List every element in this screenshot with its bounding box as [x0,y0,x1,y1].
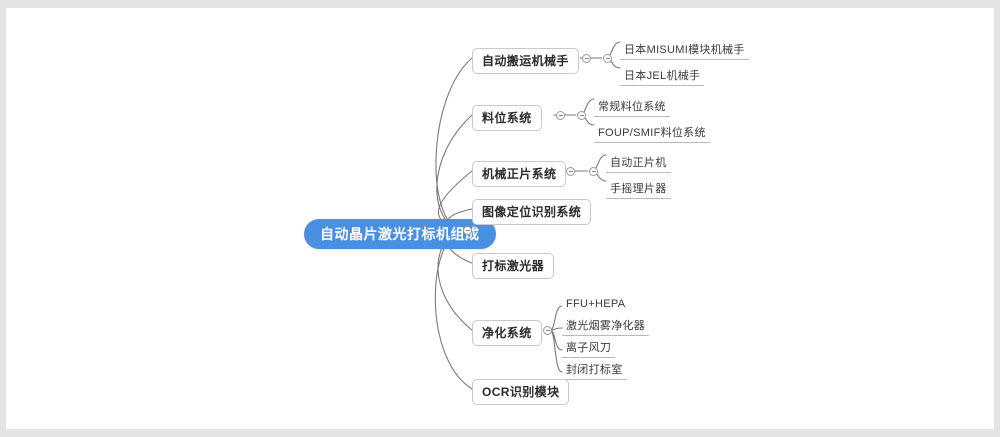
edge-branch-5-leaf-0 [549,305,563,331]
branch-1-collapse-toggle-icon[interactable] [556,111,565,120]
root-collapse-toggle-icon[interactable] [463,226,472,235]
branch-node-5[interactable]: 净化系统 [472,320,542,347]
branch-2-children-toggle-icon[interactable] [589,167,598,176]
leaf-node-5-0[interactable]: FFU+HEPA [566,298,626,310]
edge-root-to-branch-0 [435,57,473,231]
branch-node-2[interactable]: 机械正片系统 [472,161,567,188]
edge-branch-5-leaf-2 [549,329,563,351]
leaf-node-5-2[interactable]: 离子风刀 [562,341,616,359]
branch-1-children-toggle-icon[interactable] [577,111,586,120]
edge-root-to-branch-1 [436,114,473,231]
root-node[interactable]: 自动晶片激光打标机组成 [304,219,496,250]
branch-node-0[interactable]: 自动搬运机械手 [472,48,579,75]
edge-branch-5-leaf-3 [549,329,563,373]
leaf-node-0-0[interactable]: 日本MISUMI模块机械手 [620,43,749,61]
branch-node-4[interactable]: 打标激光器 [472,253,555,280]
leaf-node-1-1[interactable]: FOUP/SMIF料位系统 [594,126,710,144]
branch-node-6[interactable]: OCR识别模块 [472,379,570,406]
edge-root-to-branch-6 [434,229,473,390]
branch-0-collapse-toggle-icon[interactable] [582,54,591,63]
branch-5-collapse-toggle-icon[interactable] [543,326,552,335]
leaf-node-5-3[interactable]: 封闭打标室 [562,363,627,381]
branch-node-1[interactable]: 料位系统 [472,105,542,132]
leaf-node-0-1[interactable]: 日本JEL机械手 [620,69,705,87]
branch-node-3[interactable]: 图像定位识别系统 [472,199,592,226]
leaf-node-5-1[interactable]: 激光烟雾净化器 [562,319,650,337]
mindmap-canvas[interactable]: 自动晶片激光打标机组成 自动搬运机械手 日本MISUMI模块机械手 日本JEL机… [6,8,994,429]
leaf-node-2-0[interactable]: 自动正片机 [606,156,671,174]
branch-0-children-toggle-icon[interactable] [603,54,612,63]
leaf-node-2-1[interactable]: 手摇理片器 [606,182,671,200]
branch-2-collapse-toggle-icon[interactable] [566,167,575,176]
leaf-node-1-0[interactable]: 常规料位系统 [594,100,670,118]
